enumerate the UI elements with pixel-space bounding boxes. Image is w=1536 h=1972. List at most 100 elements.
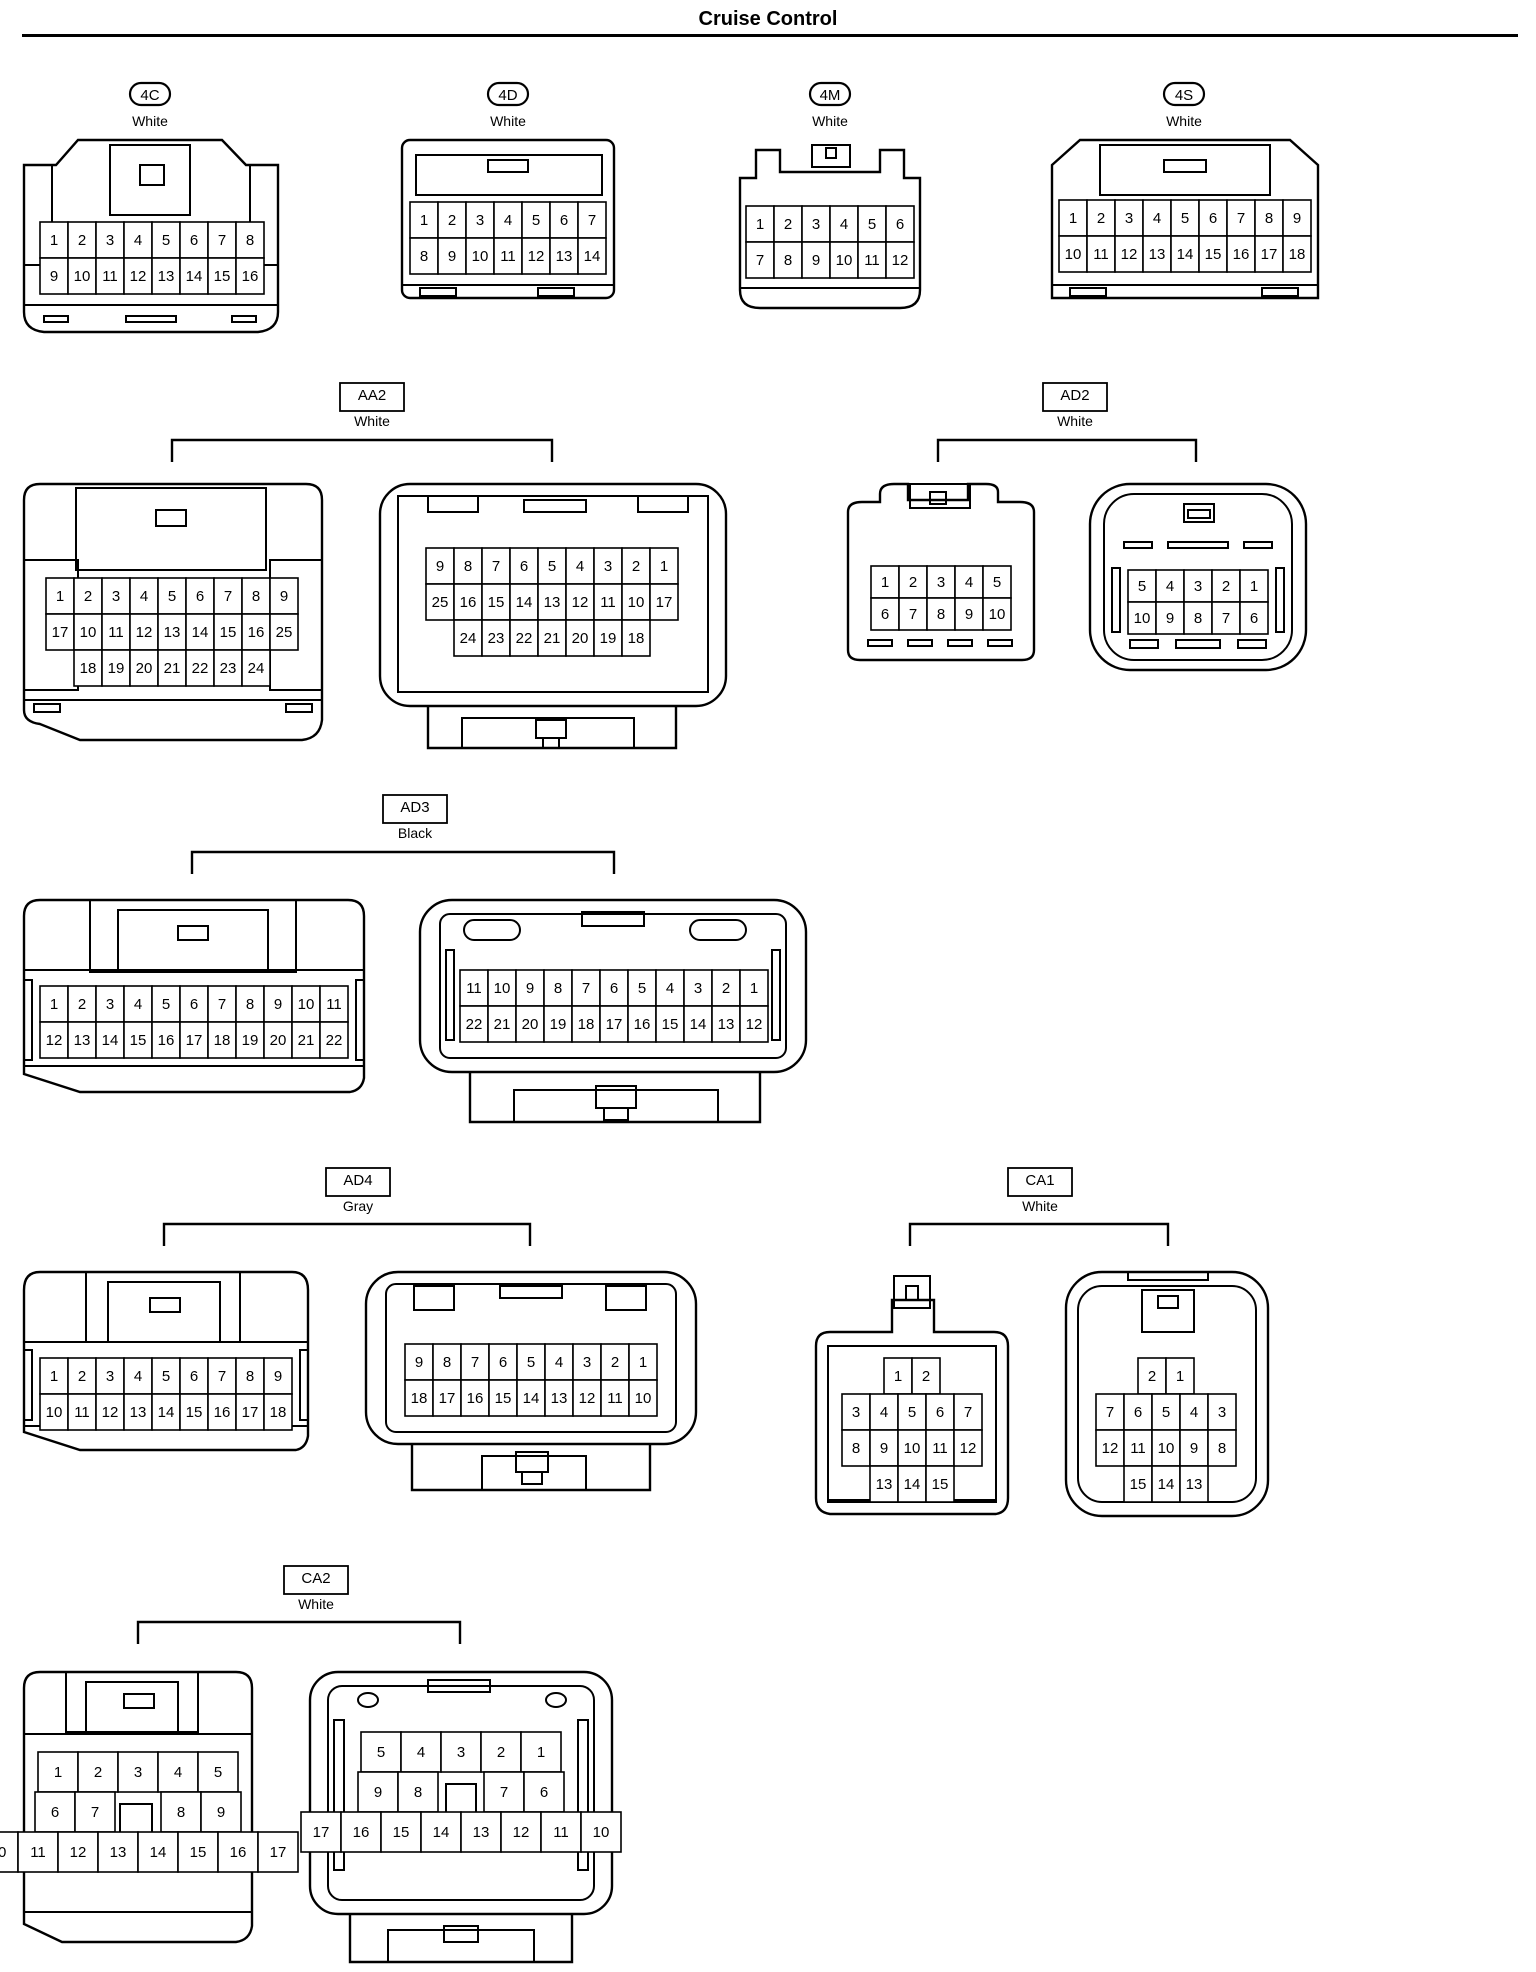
pin-number: 14 (150, 1844, 167, 1861)
housing-outline (577, 1719, 589, 1871)
pin-cell: 2 (898, 565, 928, 599)
pin-box (488, 1343, 518, 1381)
pin-box (95, 257, 125, 295)
pin-box (649, 583, 679, 621)
pin-cell: 21 (487, 1005, 517, 1043)
pin-cell: 6 (1239, 601, 1269, 635)
pin-number: 7 (588, 212, 596, 229)
pin-number: 12 (572, 594, 589, 611)
pin-cell: 8 (773, 241, 803, 279)
pin-cell: 18 (621, 619, 651, 657)
connector-id-box (1042, 382, 1108, 412)
pin-number: 10 (1065, 246, 1082, 263)
pin-number: 8 (1265, 210, 1273, 227)
pin-cell: 22 (459, 1005, 489, 1043)
pin-cell: 2 (1137, 1357, 1167, 1395)
housing-outline (893, 1275, 931, 1309)
housing-outline (814, 1298, 1010, 1516)
pin-box (39, 221, 69, 259)
housing-outline (523, 499, 587, 513)
pin-number: 5 (527, 1354, 535, 1371)
pin-number: 5 (377, 1744, 385, 1761)
pin-number: 8 (1194, 610, 1202, 627)
pin-box (488, 1379, 518, 1417)
housing-outline (22, 482, 324, 742)
pin-number: 8 (246, 1368, 254, 1385)
pin-box (857, 241, 887, 279)
pin-cell: 14 (577, 237, 607, 275)
pin-number: 9 (526, 980, 534, 997)
pin-box (480, 1731, 522, 1773)
pin-number: 12 (46, 1032, 63, 1049)
pin-number: 3 (106, 232, 114, 249)
housing-outline (445, 949, 455, 1041)
pin-cell: 15 (481, 583, 511, 621)
pin-box (745, 241, 775, 279)
pin-number: 6 (881, 606, 889, 623)
pin-cell: 13 (67, 1021, 97, 1059)
pin-cell: 1 (870, 565, 900, 599)
housing-outline (521, 1471, 543, 1485)
housing-outline (427, 1679, 491, 1693)
housing-outline (23, 1349, 33, 1421)
pin-number: 5 (638, 980, 646, 997)
pin-cell: 5 (1127, 569, 1157, 603)
pin-cell: 20 (515, 1005, 545, 1043)
pin-number: 6 (190, 1368, 198, 1385)
housing-outline (75, 487, 267, 571)
pin-cell: 5 (151, 985, 181, 1023)
pin-number: 2 (448, 212, 456, 229)
pin-cell: 5 (521, 201, 551, 239)
pin-number: 3 (112, 588, 120, 605)
pin-number: 20 (136, 660, 153, 677)
pin-cell: 4 (493, 201, 523, 239)
pin-cell: 12 (1114, 235, 1144, 273)
pin-cell: 14 (137, 1831, 179, 1873)
pin-number: 2 (94, 1764, 102, 1781)
pin-cell: 17 (300, 1811, 342, 1853)
pin-number: 18 (214, 1032, 231, 1049)
pin-number: 1 (639, 1354, 647, 1371)
pin-cell: 13 (1179, 1465, 1209, 1503)
pin-box (1142, 235, 1172, 273)
pin-cell: 9 (404, 1343, 434, 1381)
connector-id: AD2 (1060, 387, 1089, 404)
pin-number: 11 (932, 1440, 948, 1457)
pin-cell: 11 (857, 241, 887, 279)
pin-cell: 15 (655, 1005, 685, 1043)
pin-box (593, 619, 623, 657)
pin-cell: 5 (857, 205, 887, 243)
pin-number: 4 (840, 216, 848, 233)
housing-outline (378, 482, 728, 708)
pin-cell: 12 (123, 257, 153, 295)
pin-cell: 18 (571, 1005, 601, 1043)
pin-cell: 5 (157, 577, 187, 615)
pin-box (1226, 235, 1256, 273)
pin-box (77, 1751, 119, 1793)
pin-number: 12 (102, 1404, 119, 1421)
pin-cell: 9 (1179, 1429, 1209, 1467)
pin-cell: 5 (1151, 1393, 1181, 1431)
pin-cell: 6 (179, 221, 209, 259)
housing-outline (22, 898, 366, 1094)
pin-number: 7 (909, 606, 917, 623)
pin-number: 10 (46, 1404, 63, 1421)
housing-outline (1187, 509, 1211, 519)
pin-cell: 7 (953, 1393, 983, 1431)
pin-box (543, 1005, 573, 1043)
pin-cell: 1 (739, 969, 769, 1007)
pin-number: 20 (522, 1016, 539, 1033)
pin-box (101, 577, 131, 615)
pin-box (829, 205, 859, 243)
housing-outline (231, 315, 257, 323)
housing-outline (439, 913, 787, 1059)
connector-color: White (354, 413, 390, 429)
pin-number: 8 (177, 1804, 185, 1821)
pin-number: 6 (1209, 210, 1217, 227)
pin-cell: 6 (179, 985, 209, 1023)
pin-number: 14 (516, 594, 533, 611)
pin-cell: 2 (621, 547, 651, 585)
